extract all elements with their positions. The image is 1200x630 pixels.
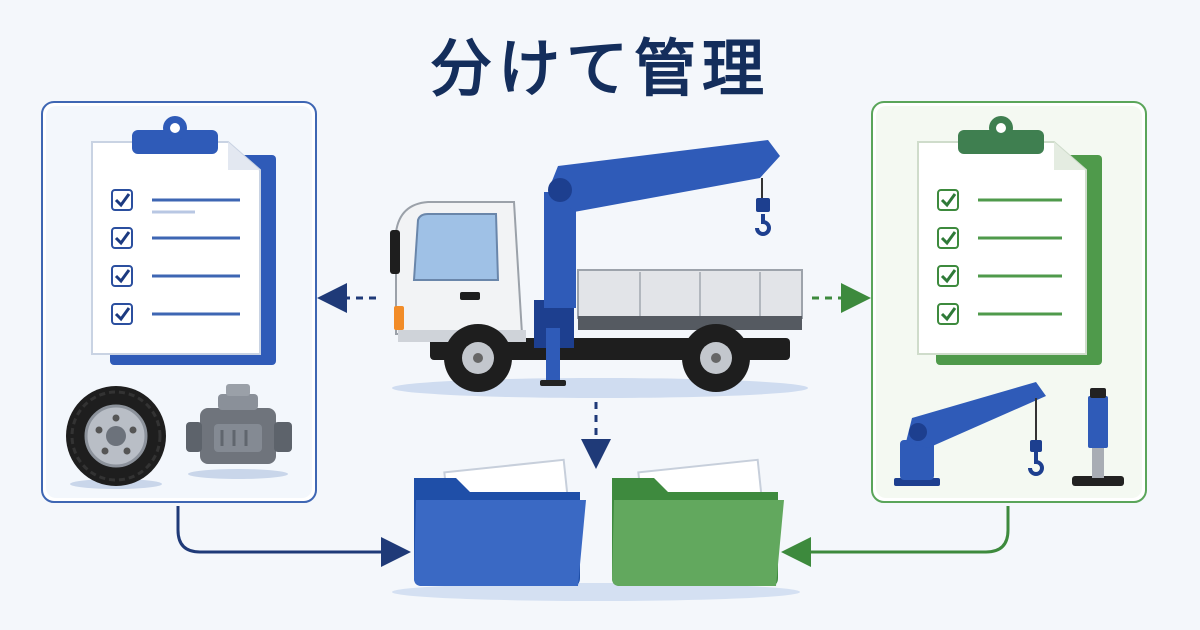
blue-folder-icon [414,458,586,586]
crane-truck-icon [390,140,808,398]
checklist [111,189,240,325]
arrow-left-to-blue-folder [176,506,411,567]
page-title: 分けて管理 [429,32,770,105]
right-panel [871,101,1147,503]
engine-icon [186,384,292,479]
arrow-right-to-green-folder [781,506,1010,567]
clipboard-checklist-icon [91,116,276,365]
outrigger-jack-icon [1072,388,1124,486]
checklist [937,189,1062,325]
crane-boom-icon [894,382,1046,486]
left-panel [41,101,317,503]
clipboard-checklist-icon [917,116,1102,365]
green-folder-icon [612,458,784,586]
arrows [176,283,1010,567]
tire-icon [66,386,166,489]
